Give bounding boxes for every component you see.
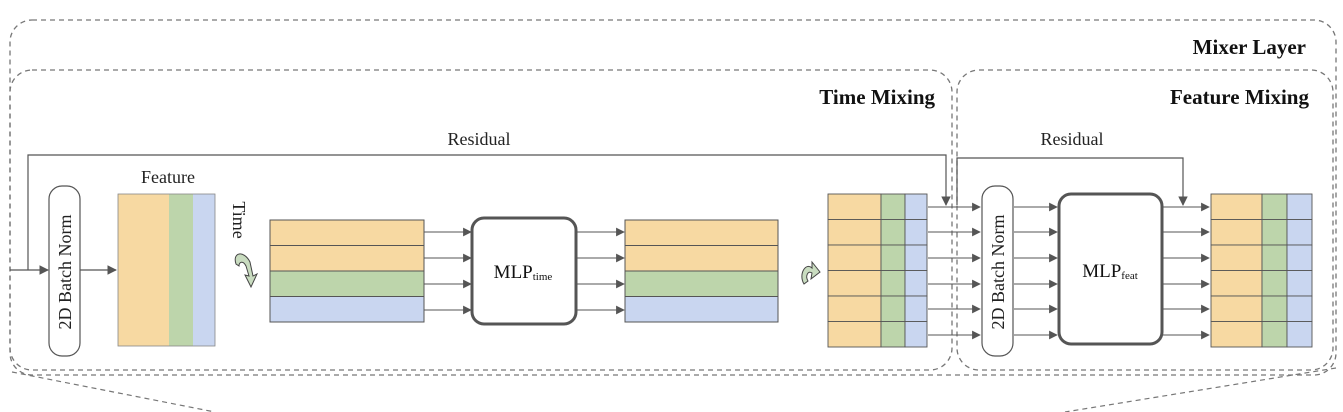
zoom-line-left: [11, 371, 216, 412]
time-grid-cell: [880, 270, 906, 297]
time-grid-cell: [880, 193, 906, 220]
feat-grid-cell: [1286, 219, 1313, 246]
time-grid-cell: [880, 244, 906, 271]
feat-grid-cell: [1210, 244, 1263, 271]
mlp-time-label: MLPtime: [494, 262, 553, 283]
feat-grid-cell: [1261, 295, 1288, 322]
mlp-feat-box: [1057, 192, 1164, 346]
mlp-time-to-rows-arrows: [576, 227, 625, 315]
feat-grid-cell: [1261, 270, 1288, 297]
time-grid-cell: [827, 270, 882, 297]
feat-grid-cell: [1261, 244, 1288, 271]
time-output-rows: [624, 219, 779, 323]
feature-batch-norm-label: 2D Batch Norm: [988, 215, 1008, 330]
time-batch-norm-label: 2D Batch Norm: [55, 215, 75, 330]
bn-to-mlp-feat-arrows: [1014, 202, 1058, 340]
time-input-row: [269, 219, 425, 246]
time-input-rows: [269, 219, 425, 323]
feat-grid-cell: [1261, 193, 1288, 220]
feature-residual-label: Residual: [1041, 129, 1104, 149]
time-grid-cell: [904, 321, 928, 348]
time-input-row: [269, 270, 425, 297]
feature-col-orange: [118, 194, 169, 346]
time-output-row: [624, 219, 779, 246]
time-residual-label: Residual: [448, 129, 511, 149]
transpose-icon: [234, 253, 259, 289]
time-grid-cell: [827, 244, 882, 271]
time-grid-cell: [880, 219, 906, 246]
zoom-line-right: [1064, 367, 1337, 412]
mlp-time-box: [470, 216, 578, 326]
feat-grid-cell: [1286, 295, 1313, 322]
feature-mixing-border: [956, 69, 1334, 371]
time-input-row: [269, 245, 425, 272]
time-grid-cell: [904, 193, 928, 220]
feat-grid-cell: [1210, 321, 1263, 348]
feat-grid-cell: [1261, 321, 1288, 348]
time-output-row: [624, 270, 779, 297]
feature-col-green: [169, 194, 193, 346]
time-residual-arrow: [27, 154, 951, 270]
time-grid-cell: [904, 270, 928, 297]
feat-grid-cell: [1286, 193, 1313, 220]
feature-residual-arrow: [956, 157, 1188, 206]
feature-mixing-output-grid: [1210, 193, 1313, 348]
time-mixing-output-grid: [827, 193, 928, 348]
feature-col-blue: [193, 194, 215, 346]
grid-to-bn-arrows: [928, 202, 981, 340]
time-grid-cell: [827, 321, 882, 348]
time-grid-cell: [880, 295, 906, 322]
time-output-row: [624, 245, 779, 272]
time-label: Time: [229, 201, 249, 238]
feat-grid-cell: [1210, 270, 1263, 297]
feature-label: Feature: [141, 167, 195, 187]
mlp-feat-label: MLPfeat: [1082, 261, 1138, 282]
mlp-feat-to-grid-arrows: [1162, 202, 1210, 340]
time-grid-cell: [827, 219, 882, 246]
rows-to-mlp-time-arrows: [424, 227, 472, 315]
mixer-layer-title: Mixer Layer: [1193, 35, 1306, 59]
feature-block: [117, 193, 216, 347]
feat-grid-cell: [1286, 270, 1313, 297]
feat-grid-cell: [1286, 244, 1313, 271]
feature-mixing-title: Feature Mixing: [1170, 85, 1310, 109]
transpose-back-icon: [801, 260, 821, 285]
time-grid-cell: [904, 295, 928, 322]
time-grid-cell: [827, 193, 882, 220]
feat-grid-cell: [1210, 193, 1263, 220]
time-mixing-title: Time Mixing: [819, 85, 935, 109]
time-grid-cell: [904, 219, 928, 246]
time-batch-norm-box: [48, 185, 81, 357]
feat-grid-cell: [1210, 295, 1263, 322]
feat-grid-cell: [1286, 321, 1313, 348]
time-grid-cell: [904, 244, 928, 271]
time-output-row: [624, 296, 779, 323]
feat-grid-cell: [1210, 219, 1263, 246]
time-grid-cell: [880, 321, 906, 348]
feature-batch-norm-box: [981, 185, 1014, 357]
time-grid-cell: [827, 295, 882, 322]
feat-grid-cell: [1261, 219, 1288, 246]
time-input-row: [269, 296, 425, 323]
